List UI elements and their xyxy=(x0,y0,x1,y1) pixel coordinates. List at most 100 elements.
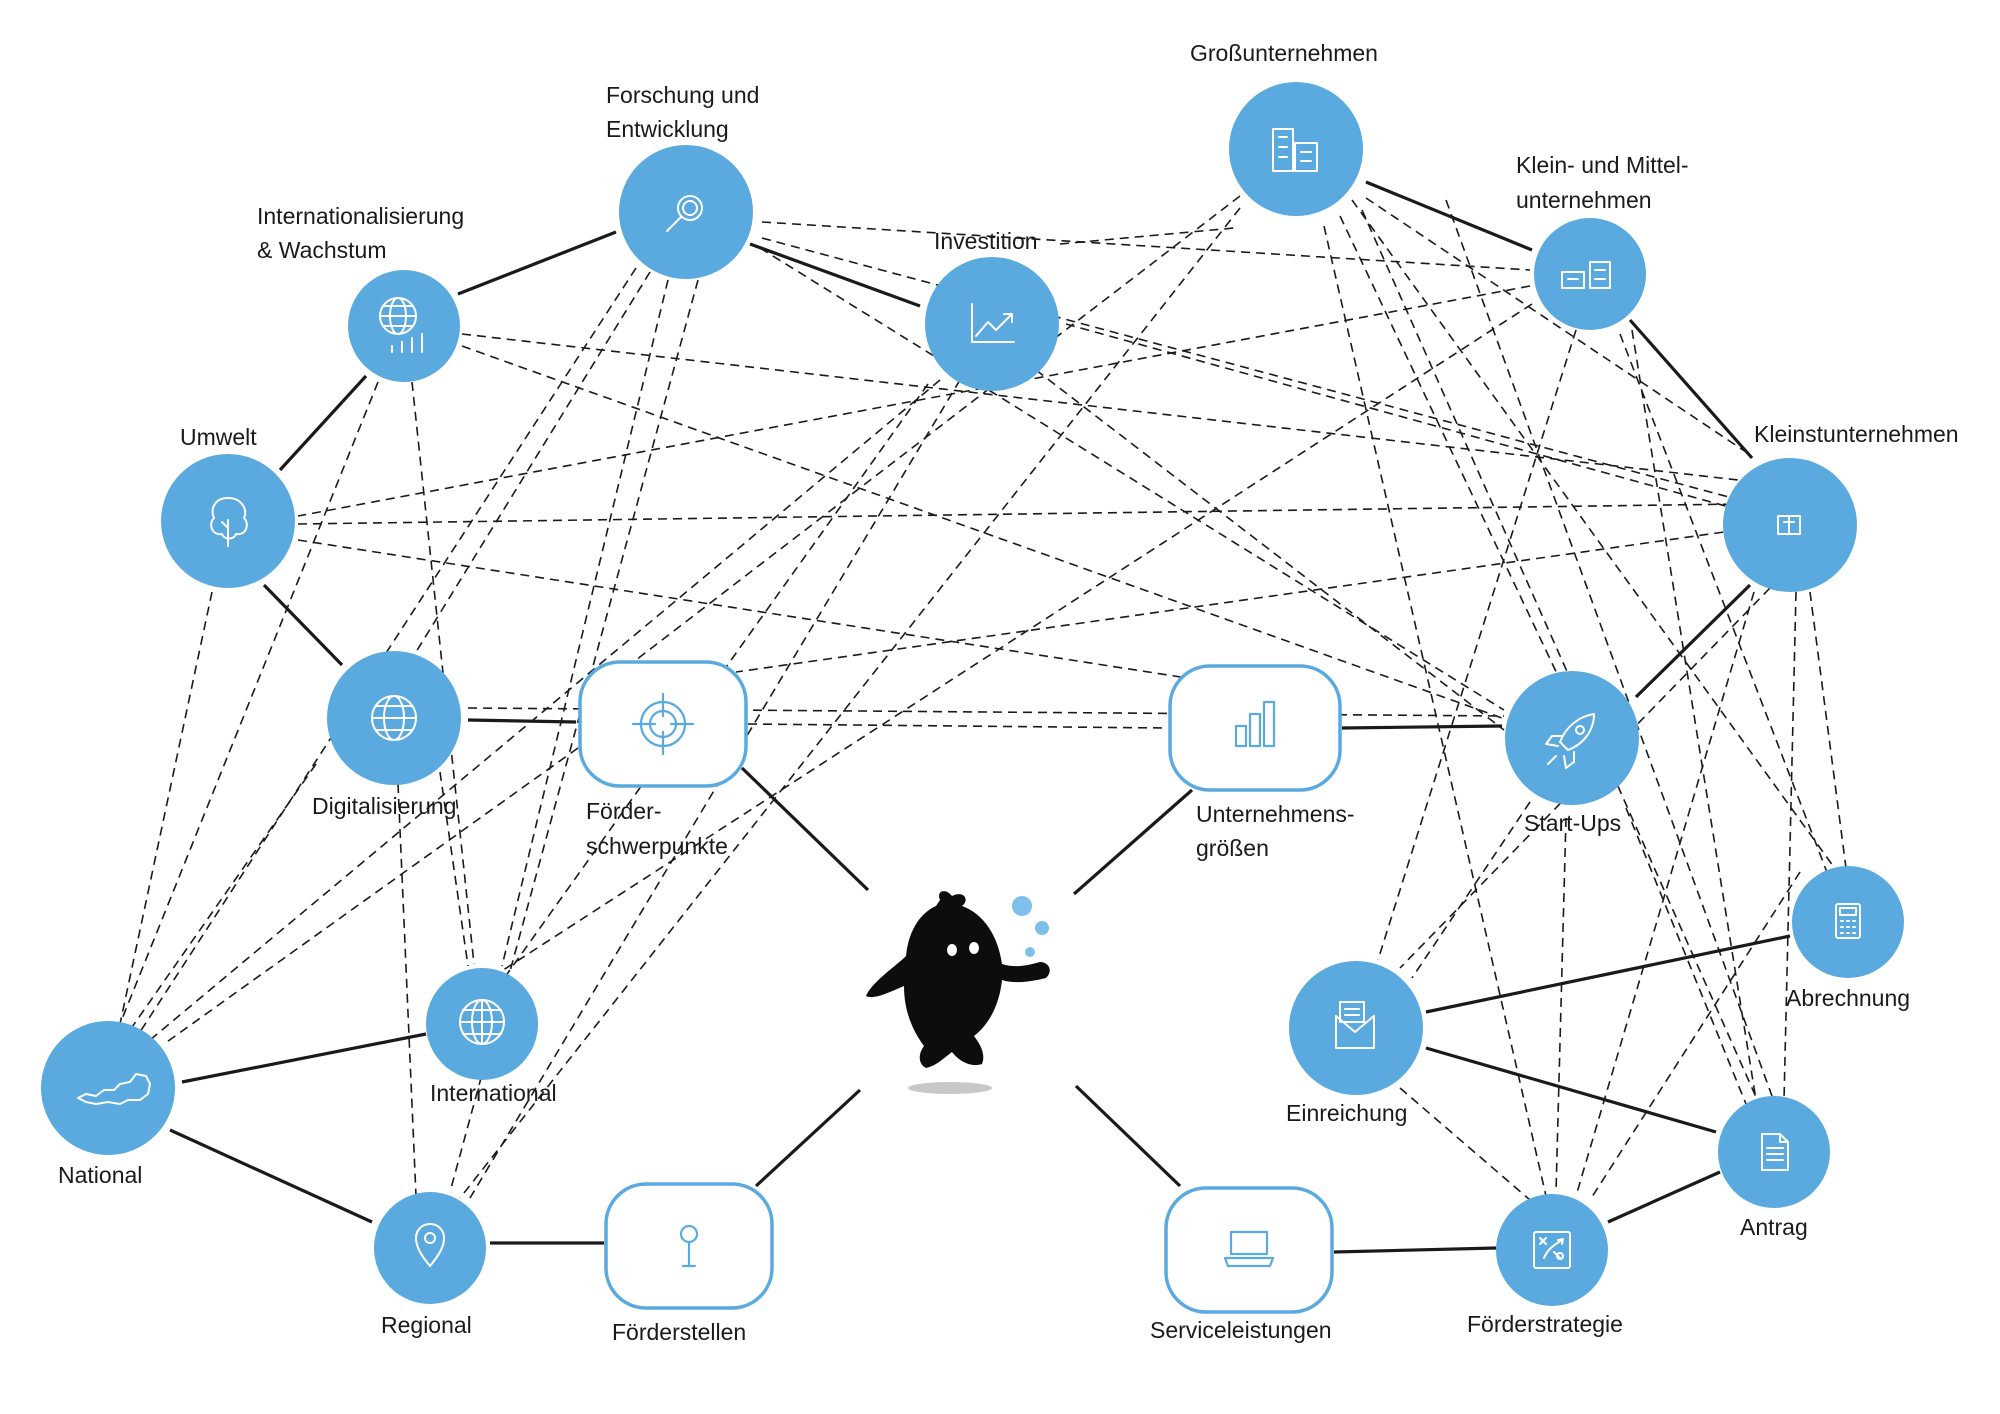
edge-dashed-forschung-national xyxy=(139,267,637,1033)
edge-foerderstrategie-antrag xyxy=(1607,1170,1721,1224)
edge-kmu-kleinstunternehmen xyxy=(1628,318,1754,460)
node-foerderschwerpunkte-label-1: Förder- xyxy=(586,798,661,824)
edge-dashed-startups-foerderstrategie xyxy=(1555,817,1567,1193)
edge-dashed-grossunternehmen-kleinstunternehmen xyxy=(1365,197,1747,453)
edge-dashed-kleinstunternehmen-antrag-2 xyxy=(1445,199,1773,1097)
node-kmu[interactable]: Klein- und Mittel- unternehmen xyxy=(1516,152,1689,330)
edge-dashed-grossunternehmen-antrag xyxy=(1361,209,1761,1107)
edge-dashed-internationalisierung-kleinstunternehmen xyxy=(461,333,1739,481)
edge-dashed-foerderschwerpunkte-national xyxy=(163,747,579,1045)
mascot-body xyxy=(866,891,1050,1068)
node-investition[interactable]: Investition xyxy=(925,228,1059,391)
envelope-icon xyxy=(1335,1001,1375,1049)
edge-dashed-forschung-startups xyxy=(759,247,1505,711)
node-forschung-label-1: Forschung und xyxy=(606,82,759,108)
edge-dashed-digitalisierung-international xyxy=(439,771,469,967)
laptop-icon xyxy=(1223,1230,1275,1268)
edge-dashed-forschung-kmu xyxy=(761,221,1531,271)
node-internationalisierung-label-2: & Wachstum xyxy=(257,237,387,263)
edge-dashed-kleinstunternehmen-antrag xyxy=(1783,591,1797,1101)
node-international-label: International xyxy=(430,1080,557,1106)
edge-serviceleistungen-foerderstrategie xyxy=(1333,1246,1497,1254)
edge-dashed-grossunternehmen-abrechnung xyxy=(1351,199,1837,871)
edge-mascot-serviceleistungen xyxy=(1074,1084,1182,1188)
node-regional[interactable]: Regional xyxy=(374,1192,486,1338)
edge-dashed-forschung-international xyxy=(501,279,669,967)
edge-dashed-kleinstunternehmen-abrechnung xyxy=(1809,591,1847,869)
node-foerderschwerpunkte[interactable]: Förder- schwerpunkte xyxy=(578,660,748,859)
edge-dashed-foerderschwerpunkte-unternehmensgroessen xyxy=(747,723,1169,729)
node-investition-label: Investition xyxy=(934,228,1038,254)
node-unternehmensgroessen-box xyxy=(1168,664,1342,792)
node-einreichung[interactable]: Einreichung xyxy=(1286,961,1423,1126)
edge-dashed-investition-regional xyxy=(469,379,961,1199)
edge-unternehmensgroessen-mascot xyxy=(1072,788,1194,896)
node-investition-circle xyxy=(925,257,1059,391)
node-unternehmensgroessen-label-2: größen xyxy=(1196,835,1269,861)
globe-grid-icon xyxy=(459,999,505,1045)
edge-kleinstunternehmen-startups xyxy=(1634,583,1752,699)
tree-icon xyxy=(210,497,248,547)
mascot-eye-right xyxy=(969,942,979,954)
node-antrag-label: Antrag xyxy=(1740,1214,1808,1240)
mascot-thought-bubble-2 xyxy=(1035,921,1049,935)
shop-icon xyxy=(1777,515,1801,535)
node-foerderstrategie[interactable]: Förderstrategie xyxy=(1467,1194,1623,1337)
edge-dashed-investition-kleinstunternehmen xyxy=(1065,323,1741,511)
node-digitalisierung[interactable]: Digitalisierung xyxy=(312,651,461,819)
node-abrechnung[interactable]: Abrechnung xyxy=(1786,866,1910,1011)
edge-grossunternehmen-kmu xyxy=(1365,180,1533,252)
node-grossunternehmen-label: Großunternehmen xyxy=(1190,40,1378,66)
node-antrag[interactable]: Antrag xyxy=(1718,1096,1830,1240)
globe-growth-icon xyxy=(379,297,423,353)
edge-internationalisierung-umwelt xyxy=(278,374,368,472)
node-foerderschwerpunkte-label-2: schwerpunkte xyxy=(586,833,728,859)
node-internationalisierung[interactable]: Internationalisierung & Wachstum xyxy=(257,203,464,382)
node-einreichung-label: Einreichung xyxy=(1286,1100,1407,1126)
edge-dashed-kmu-international xyxy=(493,303,1533,977)
node-serviceleistungen-box xyxy=(1164,1186,1334,1314)
edge-dashed-umwelt-unternehmensgroessen xyxy=(297,539,1201,681)
edge-dashed-grossunternehmen-regional xyxy=(459,207,1241,1199)
node-umwelt[interactable]: Umwelt xyxy=(161,424,295,588)
dashed-edges xyxy=(119,195,1847,1201)
node-international[interactable]: International xyxy=(426,968,557,1106)
calculator-icon xyxy=(1835,903,1861,939)
small-buildings-icon xyxy=(1561,261,1611,289)
node-startups[interactable]: Start-Ups xyxy=(1505,671,1639,836)
node-national[interactable]: National xyxy=(41,1021,175,1188)
node-grossunternehmen[interactable]: Großunternehmen xyxy=(1190,40,1378,216)
solid-edges xyxy=(169,180,1791,1254)
edge-umwelt-digitalisierung xyxy=(262,583,344,667)
node-forschung-label-2: Entwicklung xyxy=(606,116,729,142)
edge-national-regional xyxy=(169,1128,373,1224)
node-foerderschwerpunkte-box xyxy=(578,660,748,788)
edge-dashed-abrechnung-foerderstrategie xyxy=(1589,871,1801,1201)
edge-dashed-kmu-abrechnung xyxy=(1619,333,1831,881)
node-serviceleistungen[interactable]: Serviceleistungen xyxy=(1150,1186,1334,1343)
edge-dashed-einreichung-foerderstrategie xyxy=(1399,1087,1531,1201)
node-digitalisierung-label: Digitalisierung xyxy=(312,793,456,819)
edge-dashed-internationalisierung-startups xyxy=(461,345,1503,719)
node-kleinstunternehmen[interactable]: Kleinstunternehmen xyxy=(1723,421,1959,592)
mascot-shadow xyxy=(908,1082,992,1094)
node-umwelt-label: Umwelt xyxy=(180,424,257,450)
edge-dashed-investition-grossunternehmen xyxy=(1059,227,1235,245)
edge-dashed-digitalisierung-regional xyxy=(397,783,417,1197)
node-einreichung-circle xyxy=(1289,961,1423,1095)
edge-dashed-startups-antrag xyxy=(1625,807,1747,1105)
node-foerderstrategie-circle xyxy=(1496,1194,1608,1306)
edge-dashed-internationalisierung-national xyxy=(119,381,379,1025)
edge-dashed-grossunternehmen-startups xyxy=(1339,215,1561,681)
edge-national-international xyxy=(181,1032,427,1084)
edge-dashed-grossunternehmen-foerderstrategie xyxy=(1323,225,1547,1197)
node-unternehmensgroessen-label-1: Unternehmens- xyxy=(1196,801,1355,827)
node-forschung[interactable]: Forschung und Entwicklung xyxy=(606,82,759,279)
node-foerderstellen[interactable]: Förderstellen xyxy=(604,1182,774,1345)
edge-dashed-investition-national xyxy=(149,379,941,1041)
node-unternehmensgroessen[interactable]: Unternehmens- größen xyxy=(1168,664,1355,861)
edge-foerderstellen-mascot xyxy=(754,1088,862,1188)
node-startups-label: Start-Ups xyxy=(1524,810,1621,836)
globe-icon xyxy=(371,695,417,741)
